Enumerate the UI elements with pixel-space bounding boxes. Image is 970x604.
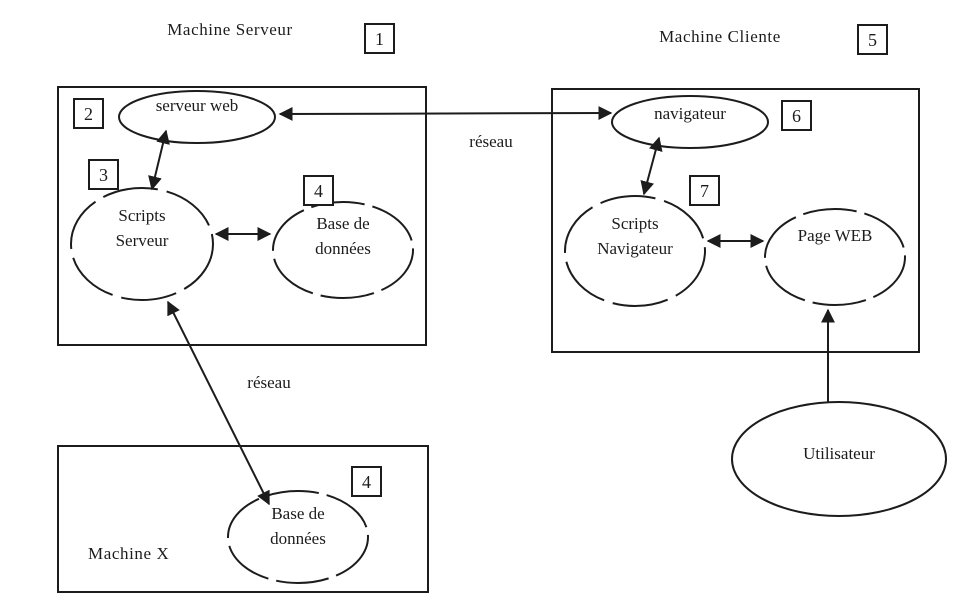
badge-4-server: 4 bbox=[303, 175, 334, 206]
base-donnees-x-ellipse bbox=[227, 490, 369, 584]
reseau-label-top: réseau bbox=[469, 132, 513, 151]
arrow-scriptsserveur-basedonneesx bbox=[167, 300, 270, 506]
badge-5: 5 bbox=[857, 24, 888, 55]
utilisateur-ellipse bbox=[731, 401, 947, 517]
navigateur-label: navigateur bbox=[654, 104, 726, 123]
badge-6: 6 bbox=[781, 100, 812, 131]
machine-client-box bbox=[551, 88, 920, 353]
scripts-navigateur-label: Scripts Navigateur bbox=[564, 211, 706, 261]
scripts-serveur-line1: Scripts bbox=[118, 206, 166, 225]
base-donnees-serveur-label: Base de données bbox=[273, 211, 413, 261]
machine-server-title: Machine Serveur bbox=[167, 20, 293, 39]
scripts-navigateur-ellipse bbox=[564, 195, 706, 307]
arrow-serveurweb-scriptsserveur bbox=[148, 129, 170, 191]
base-donnees-serveur-line1: Base de bbox=[316, 214, 370, 233]
machine-x-title: Machine X bbox=[88, 544, 170, 563]
scripts-navigateur-line1: Scripts bbox=[611, 214, 659, 233]
badge-1: 1 bbox=[364, 23, 395, 54]
badge-3: 3 bbox=[88, 159, 119, 190]
base-donnees-x-label: Base de données bbox=[228, 501, 368, 551]
scripts-serveur-label: Scripts Serveur bbox=[71, 203, 213, 253]
serveur-web-label: serveur web bbox=[155, 96, 239, 115]
base-donnees-serveur-ellipse bbox=[272, 201, 414, 299]
badge-2: 2 bbox=[73, 98, 104, 129]
reseau-label-bottom: réseau bbox=[247, 373, 291, 392]
navigateur-ellipse bbox=[611, 95, 769, 149]
scripts-serveur-ellipse bbox=[70, 187, 214, 301]
arrow-serveurweb-navigateur bbox=[278, 106, 613, 121]
badge-7: 7 bbox=[689, 175, 720, 206]
arrow-navigateur-scriptsnavigateur bbox=[640, 136, 663, 196]
base-donnees-x-line2: données bbox=[270, 529, 326, 548]
page-web-label: Page WEB bbox=[797, 226, 873, 245]
scripts-serveur-line2: Serveur bbox=[115, 231, 169, 250]
utilisateur-label: Utilisateur bbox=[803, 444, 875, 463]
badge-4-machine-x: 4 bbox=[351, 466, 382, 497]
base-donnees-serveur-line2: données bbox=[315, 239, 371, 258]
scripts-navigateur-line2: Navigateur bbox=[597, 239, 673, 258]
page-web-ellipse bbox=[764, 208, 906, 306]
machine-client-title: Machine Cliente bbox=[659, 27, 781, 46]
base-donnees-x-line1: Base de bbox=[271, 504, 325, 523]
